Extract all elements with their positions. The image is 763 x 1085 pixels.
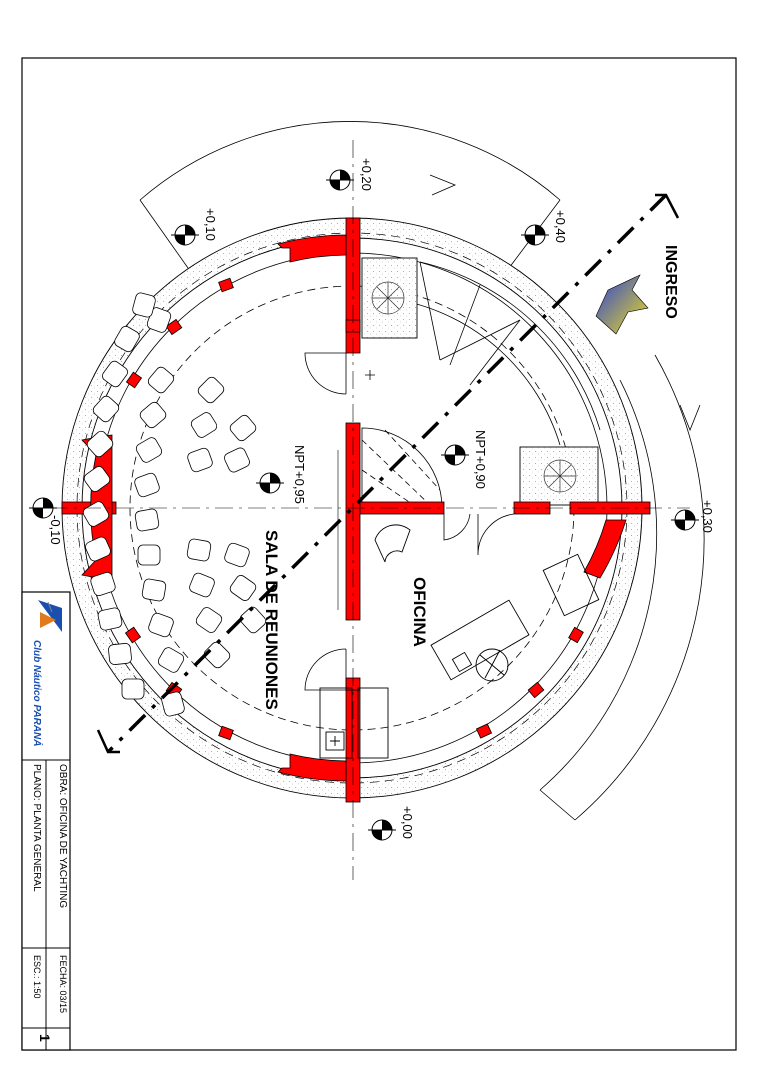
level-marker-icon (441, 444, 469, 466)
room-label-office: OFICINA (410, 577, 429, 647)
level-marker-icon (29, 497, 57, 519)
level-label: -0,10 (48, 515, 63, 545)
title-plano: PLANO: PLANTA GENERAL (31, 764, 42, 892)
level-label: +0,40 (553, 210, 568, 243)
sheet-frame (21, 57, 737, 1051)
section-cut-lines (96, 193, 680, 754)
planter-top (361, 257, 418, 339)
doors (304, 352, 515, 691)
level-marker-icon (521, 224, 549, 246)
title-fecha: FECHA: 03/15 (58, 955, 68, 1013)
level-label: +0,00 (400, 806, 415, 839)
level-label: +0,10 (203, 208, 218, 241)
npt-label: NPT+0,90 (473, 430, 488, 489)
club-name: Club Náutico PARANÁ (31, 640, 44, 746)
kitchenette (319, 687, 389, 759)
level-marker-icon (171, 224, 199, 246)
office-furniture (374, 524, 600, 682)
club-logo (38, 600, 62, 632)
entrance-arrow-icon (595, 274, 649, 335)
level-marker-icon (256, 472, 284, 494)
sheet-number: 1 (37, 1034, 53, 1042)
spiral-element (361, 427, 443, 509)
level-marker-icon (368, 819, 396, 841)
room-label-entrance: INGRESO (662, 245, 679, 319)
level-marker-icon (671, 509, 699, 531)
npt-label: NPT+0,95 (292, 445, 307, 504)
title-obra: OBRA: OFICINA DE YACHTING (57, 764, 68, 908)
level-label: +0,20 (359, 158, 374, 191)
level-label: +0,30 (700, 500, 715, 533)
title-escala: ESC.: 1:50 (32, 955, 42, 999)
axes (50, 140, 690, 880)
title-block: Club Náutico PARANÁ OBRA: OFICINA DE YAC… (21, 591, 71, 1051)
level-marker-icon (326, 169, 354, 191)
room-label-meeting: SALA DE REUNIONES (262, 530, 281, 710)
planter-right (519, 446, 599, 506)
meeting-chairs (82, 292, 267, 717)
